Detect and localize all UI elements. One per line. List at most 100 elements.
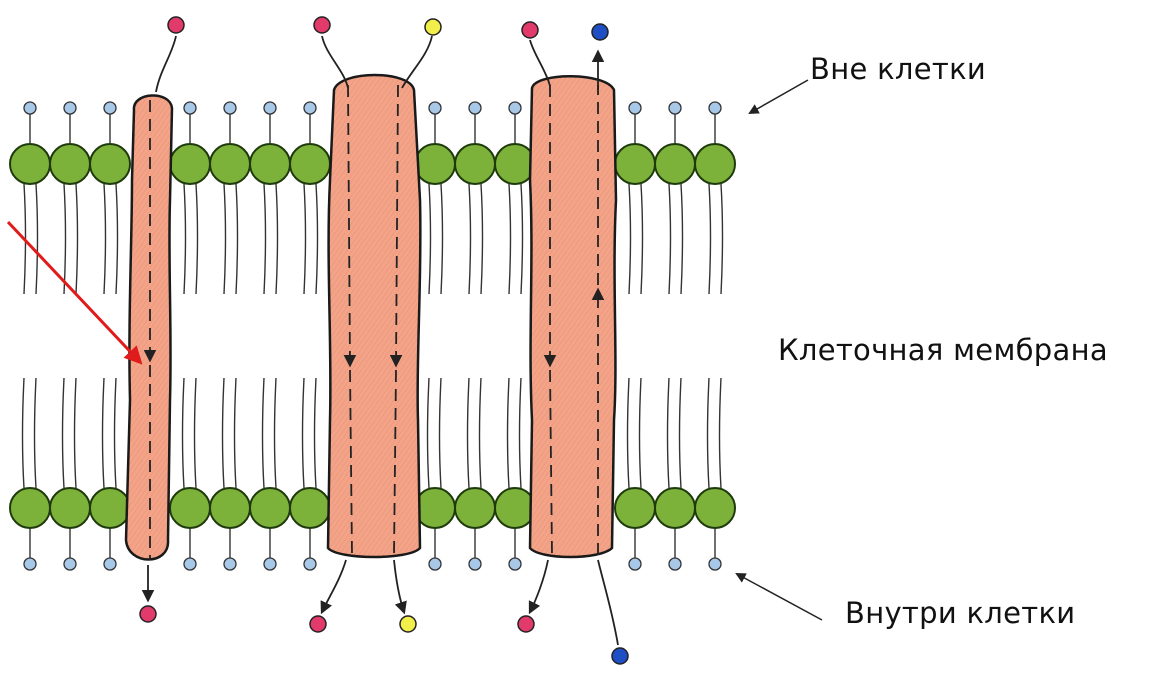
lipid-tail: [236, 184, 238, 294]
small-bead-icon: [264, 558, 276, 570]
yellow-molecule-icon: [425, 19, 441, 35]
lipid-tail: [429, 184, 431, 294]
phospholipid-head-icon: [90, 144, 130, 184]
lipid-tail: [36, 184, 38, 294]
lipid-tail: [629, 184, 631, 294]
phospholipid-head-icon: [415, 488, 455, 528]
lipid-tail: [520, 378, 522, 488]
lipid-tail: [64, 184, 66, 294]
lipid-tail: [680, 378, 682, 488]
lipid-tail: [668, 378, 670, 488]
lipid-tail: [263, 378, 265, 488]
outside-cell-label: Вне клетки: [810, 52, 986, 86]
lipid-tail: [35, 378, 37, 488]
small-bead-icon: [104, 102, 116, 114]
lipid-tail: [304, 184, 306, 294]
cell-membrane-label: Клеточная мембрана: [778, 333, 1108, 367]
lipid-tail: [264, 184, 266, 294]
small-bead-icon: [629, 558, 641, 570]
small-bead-icon: [224, 102, 236, 114]
red-molecule-icon: [310, 616, 326, 632]
lipid-tail: [509, 184, 511, 294]
small-bead-icon: [24, 558, 36, 570]
red-molecule-icon: [522, 22, 538, 38]
small-bead-icon: [304, 558, 316, 570]
transporter-antiport: [530, 76, 616, 557]
phospholipid-head-icon: [10, 488, 50, 528]
small-bead-icon: [224, 558, 236, 570]
transporter-symport: [328, 75, 420, 557]
lipid-tail: [469, 184, 471, 294]
phospholipid-head-icon: [655, 144, 695, 184]
small-bead-icon: [669, 558, 681, 570]
lipid-tail: [316, 184, 318, 294]
phospholipid-head-icon: [290, 144, 330, 184]
lipid-tail: [709, 184, 711, 294]
small-bead-icon: [24, 102, 36, 114]
lipid-tail: [103, 378, 105, 488]
small-bead-icon: [669, 102, 681, 114]
phospholipid-head-icon: [10, 144, 50, 184]
small-bead-icon: [629, 102, 641, 114]
phospholipid-head-icon: [210, 488, 250, 528]
lipid-tail: [276, 184, 278, 294]
lipid-tail: [115, 378, 117, 488]
lipid-tail: [441, 184, 443, 294]
lipid-tail: [116, 184, 118, 294]
lipid-tail: [224, 184, 226, 294]
lipid-tail: [315, 378, 317, 488]
lipid-tail: [195, 378, 197, 488]
lipid-tail: [480, 378, 482, 488]
small-bead-icon: [469, 102, 481, 114]
small-bead-icon: [429, 102, 441, 114]
lipid-tail: [63, 378, 65, 488]
lipid-tail: [640, 378, 642, 488]
lipid-tail: [76, 184, 78, 294]
phospholipid-head-icon: [90, 488, 130, 528]
phospholipid-head-icon: [250, 144, 290, 184]
lipid-tail: [196, 184, 198, 294]
small-bead-icon: [64, 558, 76, 570]
yellow-molecule-icon: [400, 616, 416, 632]
lipid-tail: [183, 378, 185, 488]
phospholipid-head-icon: [50, 144, 90, 184]
outside-pointer-arrow: [750, 80, 808, 113]
phospholipid-head-icon: [695, 488, 735, 528]
lipid-tail: [721, 184, 723, 294]
inside-pointer-arrow: [737, 574, 822, 620]
red-pointer-arrow: [8, 222, 140, 362]
red-molecule-icon: [314, 17, 330, 33]
phospholipid-head-icon: [290, 488, 330, 528]
small-bead-icon: [104, 558, 116, 570]
lipid-tail: [275, 378, 277, 488]
lipid-tail: [720, 378, 722, 488]
phospholipid-head-icon: [210, 144, 250, 184]
phospholipid-head-icon: [695, 144, 735, 184]
small-bead-icon: [429, 558, 441, 570]
lipid-tail: [235, 378, 237, 488]
phospholipid-head-icon: [615, 144, 655, 184]
small-bead-icon: [64, 102, 76, 114]
lipid-tail: [628, 378, 630, 488]
phospholipid-head-icon: [170, 144, 210, 184]
transport-protein-icon: [328, 75, 420, 557]
lipid-tail: [104, 184, 106, 294]
small-bead-icon: [264, 102, 276, 114]
lipid-tail: [223, 378, 225, 488]
lipid-tail: [428, 378, 430, 488]
lipid-tail: [669, 184, 671, 294]
lipid-tail: [681, 184, 683, 294]
lipid-tail: [303, 378, 305, 488]
blue-molecule-icon: [592, 24, 608, 40]
small-bead-icon: [709, 558, 721, 570]
phospholipid-head-icon: [250, 488, 290, 528]
phospholipid-head-icon: [615, 488, 655, 528]
lipid-tail: [184, 184, 186, 294]
lipid-tail: [481, 184, 483, 294]
transport-protein-icon: [126, 95, 172, 559]
phospholipid-head-icon: [50, 488, 90, 528]
red-molecule-icon: [518, 616, 534, 632]
phospholipid-head-icon: [455, 488, 495, 528]
lipid-tail: [440, 378, 442, 488]
phospholipid-head-icon: [495, 488, 535, 528]
